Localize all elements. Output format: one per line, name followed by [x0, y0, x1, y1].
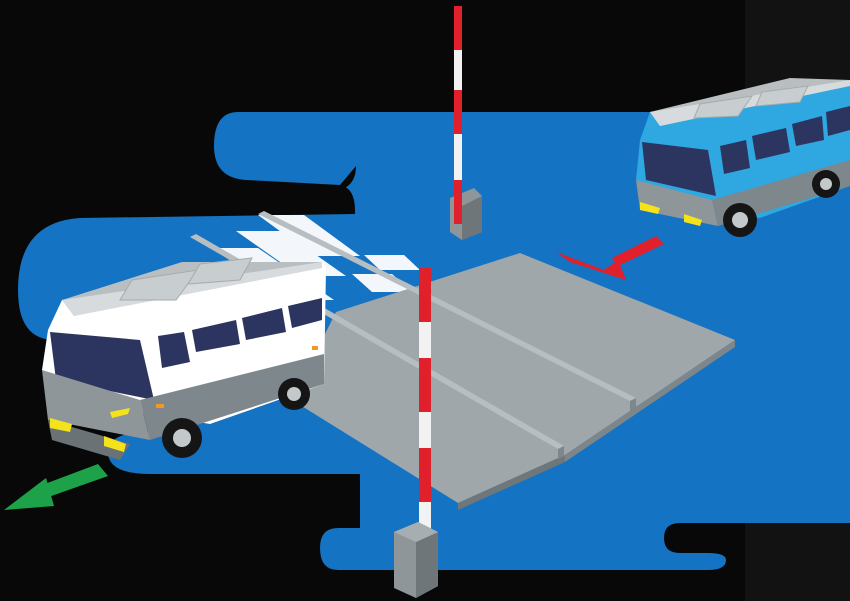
exit-arrow [4, 464, 108, 510]
